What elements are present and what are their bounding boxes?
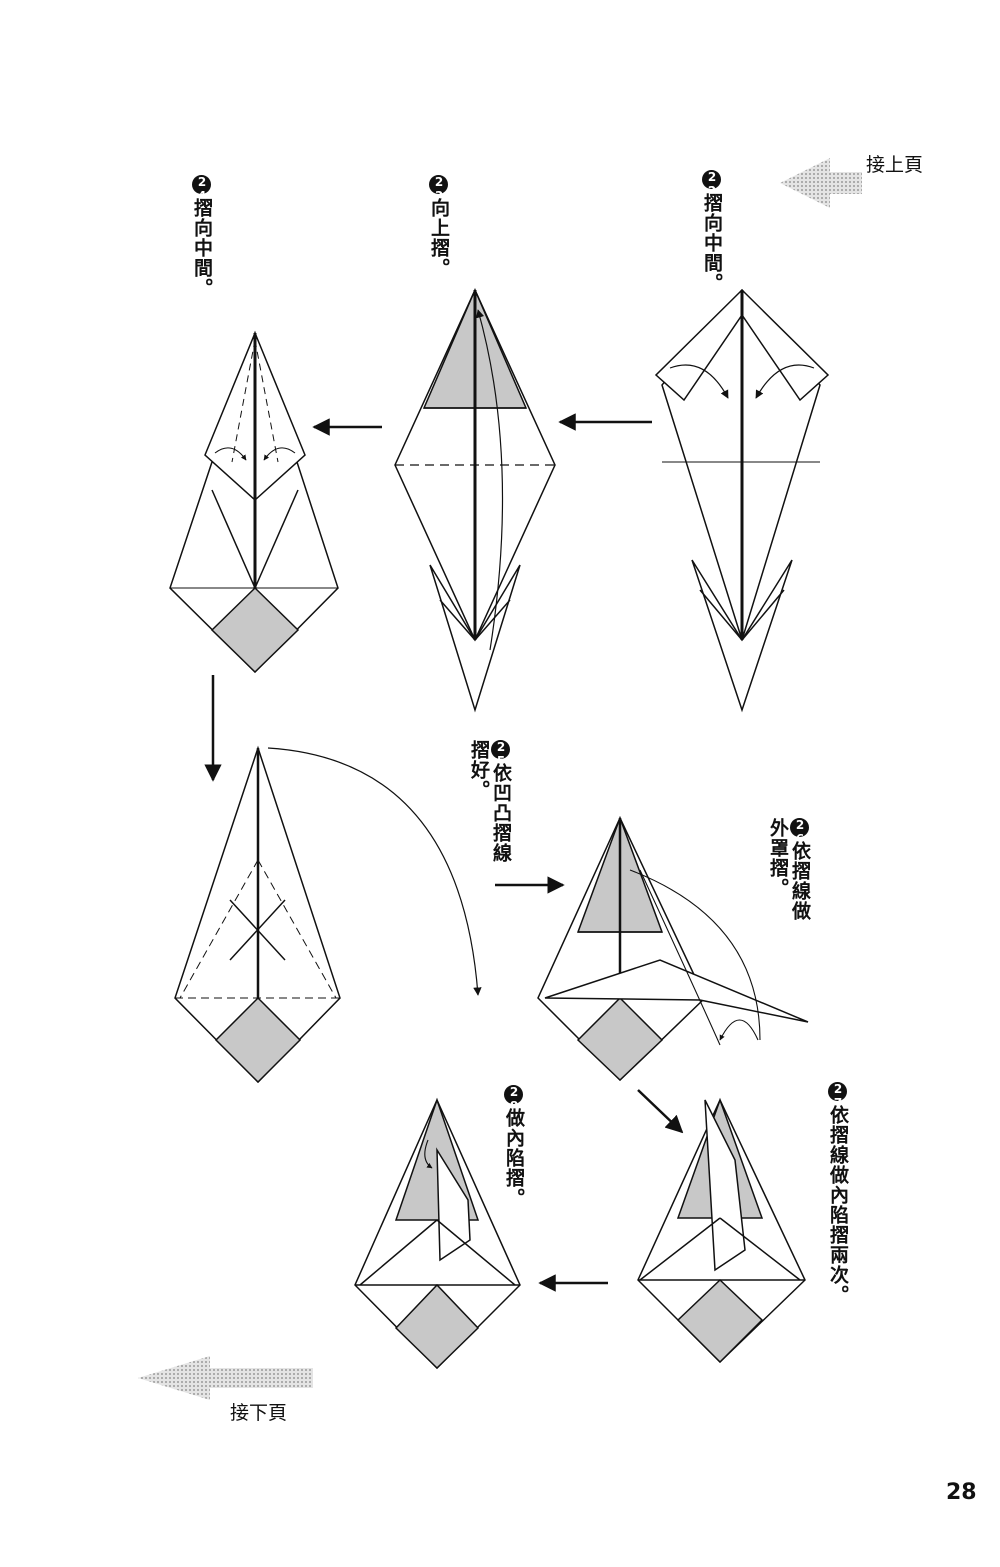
continue-from-label: 接上頁 [866,154,924,176]
step-25-label: 25依凹凸摺線摺好。 [468,740,512,875]
step-23-number: 23 [429,175,448,203]
step-28-label: 28做內陷摺。 [503,1085,525,1208]
step-25-text: 依凹凸摺線摺好。 [468,740,512,863]
step-24-text: 摺向中間。 [191,198,213,298]
step-26-figure [537,815,809,1082]
step-22-label: 22摺向中間。 [701,170,723,293]
step-23-text: 向上摺。 [428,198,450,278]
page-number: 28 [946,1480,977,1505]
step-24-figure [169,330,339,674]
step-24-number: 24 [192,175,211,203]
step-28-text: 做內陷摺。 [503,1108,525,1208]
step-28-figure [354,1097,521,1370]
step-22-text: 摺向中間。 [701,193,723,293]
step-25-number: 25 [491,740,510,768]
step-22-figure [654,288,830,713]
step-24-label: 24摺向中間。 [191,175,213,298]
continue-to-label: 接下頁 [230,1402,288,1424]
step-27-label: 27依摺線做內陷摺兩次。 [827,1082,849,1305]
step-23-figure [394,288,556,713]
step-23-label: 23向上摺。 [428,175,450,278]
step-27-text: 依摺線做內陷摺兩次。 [827,1105,849,1305]
step-26-text: 依摺線做外罩摺。 [767,818,811,921]
step-25-figure [174,745,482,1084]
step-28-number: 28 [504,1085,523,1113]
continue-to-arrow-icon [138,1356,313,1400]
step-27-number: 27 [828,1082,847,1110]
step-26-number: 26 [790,818,809,846]
step-27-figure [637,1097,806,1364]
step-22-number: 22 [702,170,721,198]
step-26-label: 26依摺線做外罩摺。 [767,818,811,928]
arrow-26-to-27 [637,1089,684,1134]
continue-from-arrow-icon [780,158,862,208]
